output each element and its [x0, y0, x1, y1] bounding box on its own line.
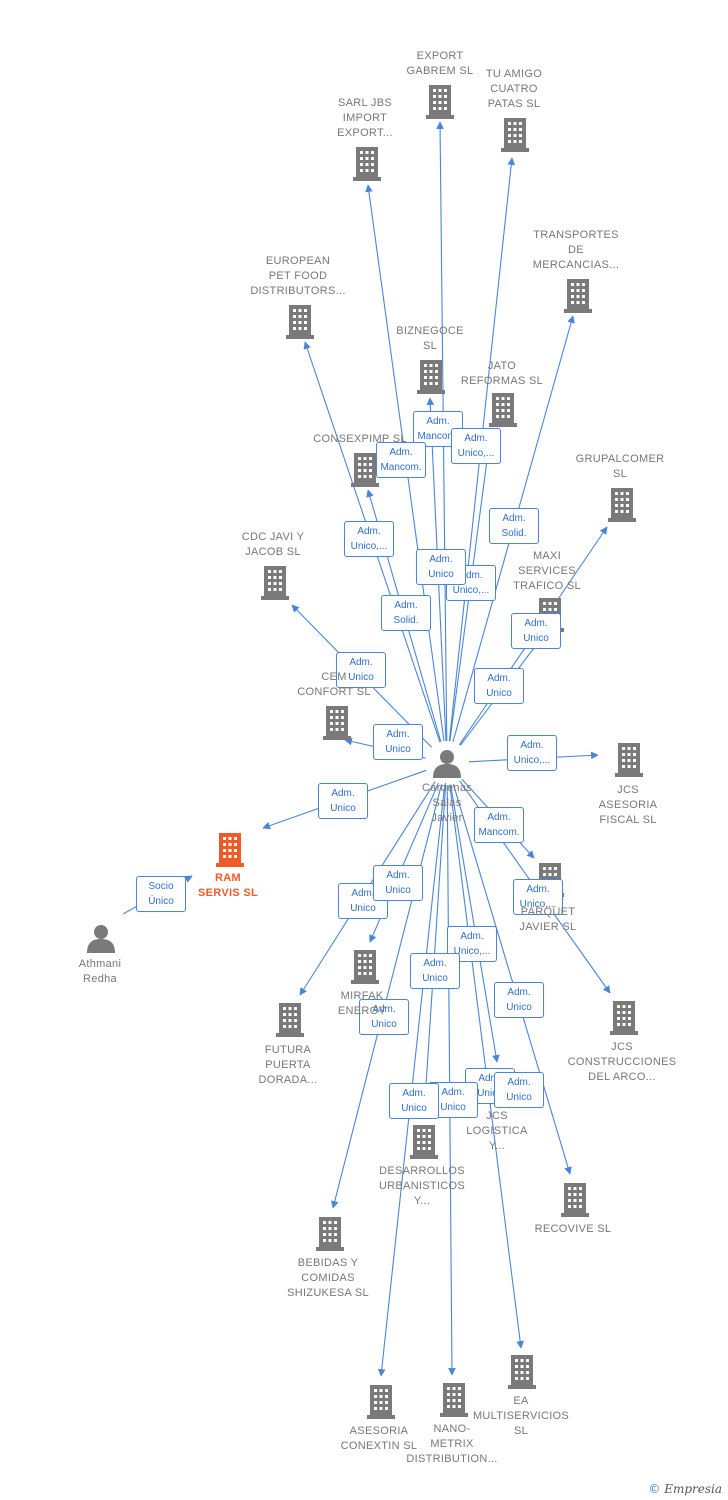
- building-icon[interactable]: [216, 833, 244, 867]
- edge-label-parquet[interactable]: Adm. Mancom.: [474, 807, 524, 843]
- building-icon[interactable]: [286, 305, 314, 339]
- building-icon[interactable]: [410, 1125, 438, 1159]
- edge-cardenas-jcslog: [450, 784, 500, 1063]
- node-label-consexpimp[interactable]: CONSEXPIMP SL: [313, 433, 407, 445]
- edge-label-asesoria[interactable]: Adm. Unico: [373, 865, 423, 901]
- edge-label-jcsconst[interactable]: Adm. Unico,...: [513, 879, 563, 915]
- edge-label-futura[interactable]: Adm. Unico: [359, 999, 409, 1035]
- edge-cardenas-nano: [446, 784, 456, 1376]
- edge-label-cem[interactable]: Adm. Unico: [373, 724, 423, 760]
- node-label-nano[interactable]: NANO- METRIX DISTRIBUTION...: [406, 1423, 498, 1465]
- building-icon[interactable]: [561, 1183, 589, 1217]
- node-label-cardenas[interactable]: Cardenas Salas Javier: [421, 782, 473, 824]
- node-label-ram[interactable]: RAM SERVIS SL: [198, 872, 258, 899]
- node-label-asesoria[interactable]: ASESORIA CONEXTIN SL: [340, 1425, 418, 1452]
- building-icon[interactable]: [508, 1355, 536, 1389]
- building-icon[interactable]: [367, 1385, 395, 1419]
- node-label-grupalcomer[interactable]: GRUPALCOMER SL: [575, 453, 665, 480]
- node-label-cem[interactable]: CEM CONFORT SL: [297, 671, 371, 698]
- edge-cardenas-ea: [449, 784, 524, 1349]
- node-label-futura[interactable]: FUTURA PUERTA DORADA...: [258, 1044, 318, 1086]
- person-icon[interactable]: [87, 925, 115, 953]
- node-label-tuamigo[interactable]: TU AMIGO CUATRO PATAS SL: [485, 68, 543, 110]
- node-label-biznegoce[interactable]: BIZNEGOCE SL: [396, 325, 464, 352]
- building-icon[interactable]: [489, 393, 517, 427]
- edge-label-extra[interactable]: Adm. Unico: [416, 549, 466, 585]
- node-label-transportes[interactable]: TRANSPORTES DE MERCANCIAS...: [532, 229, 620, 271]
- person-icon[interactable]: [433, 750, 461, 778]
- edge-cardenas-desarrollos: [420, 784, 447, 1117]
- edge-label-nano[interactable]: Adm. Unico: [410, 953, 460, 989]
- node-label-jcslog[interactable]: JCS LOGISTICA Y...: [466, 1110, 528, 1152]
- building-icon[interactable]: [564, 279, 592, 313]
- node-label-recovive[interactable]: RECOVIVE SL: [534, 1223, 612, 1235]
- edge-label-consexpimp[interactable]: Adm. Mancom.: [376, 442, 426, 478]
- building-icon[interactable]: [316, 1217, 344, 1251]
- node-label-jato[interactable]: JATO REFORMAS SL: [460, 360, 544, 387]
- copyright: © Empresia: [648, 1482, 722, 1496]
- edge-label-transportes[interactable]: Adm. Solid.: [489, 508, 539, 544]
- building-icon[interactable]: [261, 566, 289, 600]
- node-label-bebidas[interactable]: BEBIDAS Y COMIDAS SHIZUKESA SL: [287, 1257, 369, 1299]
- brand-logo: Empresia: [664, 1482, 722, 1496]
- node-label-cdc[interactable]: CDC JAVI Y JACOB SL: [241, 531, 305, 558]
- node-label-athmani[interactable]: Athmani Redha: [78, 958, 122, 985]
- node-label-european[interactable]: EUROPEAN PET FOOD DISTRIBUTORS...: [250, 255, 346, 297]
- node-label-maxi[interactable]: MAXI SERVICES TRAFICO SL: [513, 550, 581, 592]
- building-icon[interactable]: [608, 488, 636, 522]
- building-icon[interactable]: [353, 147, 381, 181]
- building-icon[interactable]: [610, 1001, 638, 1035]
- edge-label-maxi[interactable]: Adm. Unico: [474, 668, 524, 704]
- node-label-sarl[interactable]: SARL JBS IMPORT EXPORT...: [337, 97, 393, 139]
- building-icon[interactable]: [351, 453, 379, 487]
- node-label-ea[interactable]: EA MULTISERVICIOS SL: [472, 1395, 570, 1437]
- edge-cardenas-recovive: [452, 783, 572, 1175]
- node-label-export[interactable]: EXPORT GABREM SL: [406, 50, 474, 77]
- building-icon[interactable]: [323, 706, 351, 740]
- edge-label-recovive[interactable]: Adm. Unico: [494, 982, 544, 1018]
- edge-label-jato[interactable]: Adm. Unico,...: [451, 428, 501, 464]
- edge-label-ram[interactable]: Socio Único: [136, 876, 186, 912]
- building-icon[interactable]: [615, 743, 643, 777]
- edge-label-european[interactable]: Adm. Unico,...: [344, 521, 394, 557]
- node-label-parquet[interactable]: PARQUET JAVIER SL: [519, 906, 577, 933]
- edge-label-ram[interactable]: Adm. Unico: [318, 783, 368, 819]
- node-label-jcsconst[interactable]: JCS CONSTRUCCIONES DEL ARCO...: [567, 1041, 677, 1083]
- building-icon[interactable]: [501, 118, 529, 152]
- building-icon[interactable]: [426, 85, 454, 119]
- building-icon[interactable]: [351, 950, 379, 984]
- node-label-jcsasesoria[interactable]: JCS ASESORIA FISCAL SL: [598, 784, 658, 826]
- edge-label-extra[interactable]: Adm. Solid.: [381, 595, 431, 631]
- edge-label-jcsasesoria[interactable]: Adm. Unico,...: [507, 735, 557, 771]
- edge-label-cdc[interactable]: Adm. Unico: [336, 652, 386, 688]
- edge-label-bebidas[interactable]: Adm. Unico: [389, 1083, 439, 1119]
- edge-label-grupalcomer[interactable]: Adm. Unico: [511, 613, 561, 649]
- node-label-mirfak[interactable]: MIRFAK ENERGY: [337, 990, 387, 1017]
- edge-label-extra[interactable]: Adm. Unico: [494, 1072, 544, 1108]
- node-label-desarrollos[interactable]: DESARROLLOS URBANISTICOS Y...: [378, 1165, 466, 1207]
- edge-cardenas-bebidas: [330, 784, 443, 1209]
- edge-cardenas-asesoria: [377, 784, 446, 1377]
